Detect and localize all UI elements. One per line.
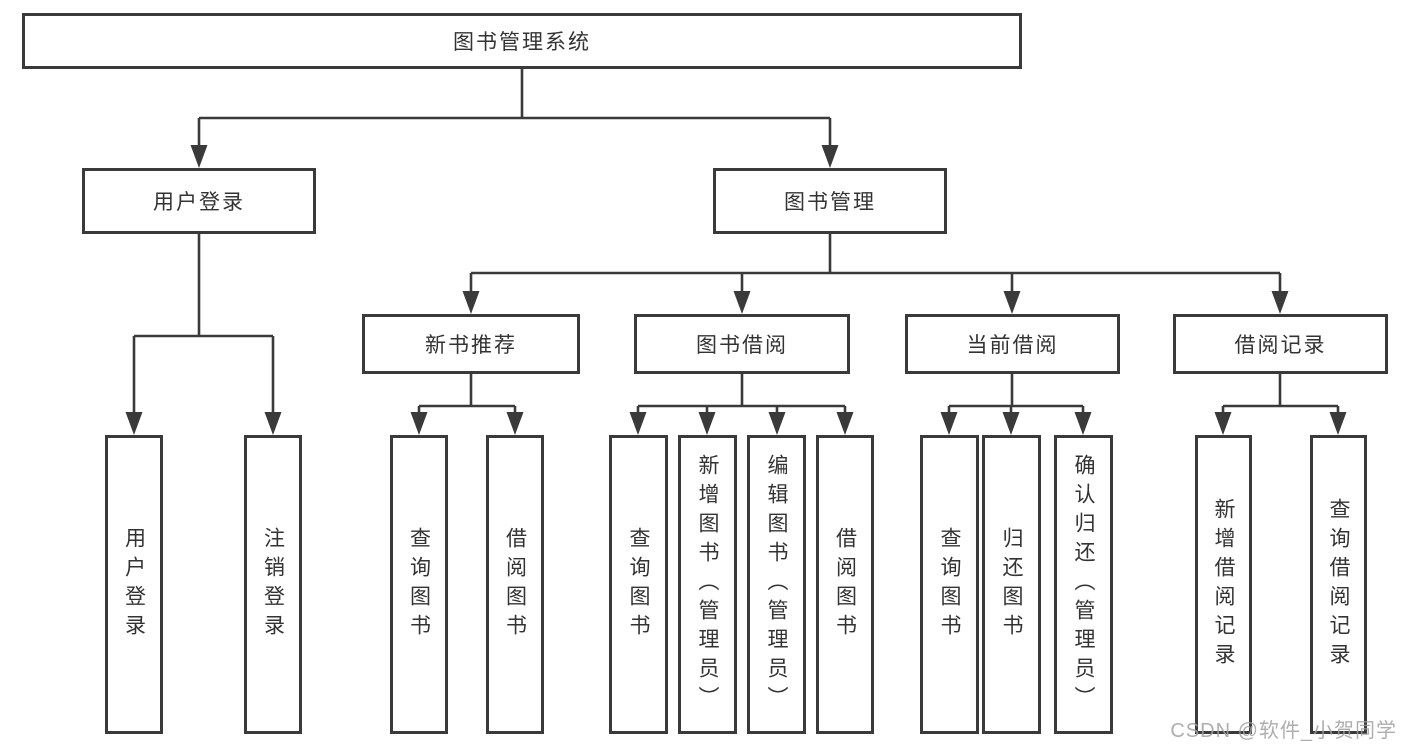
leaf-borrow-borrow-label: 借阅图书 xyxy=(833,526,857,643)
node-current-borrow: 当前借阅 xyxy=(905,314,1120,374)
leaf-borrow-edit-admin-label: 编辑图书（管理员） xyxy=(765,454,788,715)
node-user-login: 用户登录 xyxy=(82,168,316,234)
leaf-record-add-label: 新增借阅记录 xyxy=(1212,497,1235,672)
node-borrow-record: 借阅记录 xyxy=(1173,314,1388,374)
leaf-record-query: 查询借阅记录 xyxy=(1310,435,1367,734)
leaf-record-add: 新增借阅记录 xyxy=(1195,435,1252,734)
leaf-user-login: 用户登录 xyxy=(105,435,163,734)
leaf-record-query-label: 查询借阅记录 xyxy=(1327,497,1350,672)
leaf-newbook-query-label: 查询图书 xyxy=(407,526,431,643)
node-library-system-label: 图书管理系统 xyxy=(453,31,591,54)
leaf-borrow-query-label: 查询图书 xyxy=(627,526,650,643)
leaf-newbook-borrow-label: 借阅图书 xyxy=(503,526,527,643)
node-book-management: 图书管理 xyxy=(713,168,947,234)
node-library-system: 图书管理系统 xyxy=(22,13,1022,69)
leaf-current-query: 查询图书 xyxy=(920,435,979,734)
leaf-current-query-label: 查询图书 xyxy=(938,526,961,643)
node-current-borrow-label: 当前借阅 xyxy=(966,334,1059,357)
csdn-watermark: CSDN @软件_小贺同学 xyxy=(1170,720,1397,742)
leaf-user-login-label: 用户登录 xyxy=(122,526,146,643)
leaf-newbook-query: 查询图书 xyxy=(390,435,448,734)
leaf-borrow-add-admin-label: 新增图书（管理员） xyxy=(696,454,719,715)
leaf-borrow-add-admin: 新增图书（管理员） xyxy=(678,435,737,734)
leaf-logout-label: 注销登录 xyxy=(261,526,285,643)
leaf-current-confirm-admin-label: 确认归还（管理员） xyxy=(1072,454,1095,715)
leaf-current-return-label: 归还图书 xyxy=(1000,526,1023,643)
node-user-login-label: 用户登录 xyxy=(153,191,245,214)
node-book-borrow: 图书借阅 xyxy=(634,314,850,374)
node-borrow-record-label: 借阅记录 xyxy=(1234,334,1327,357)
leaf-current-return: 归还图书 xyxy=(982,435,1041,734)
leaf-borrow-query: 查询图书 xyxy=(609,435,668,734)
node-new-book-recommend: 新书推荐 xyxy=(362,314,580,374)
leaf-newbook-borrow: 借阅图书 xyxy=(486,435,544,734)
leaf-borrow-edit-admin: 编辑图书（管理员） xyxy=(747,435,806,734)
node-book-management-label: 图书管理 xyxy=(784,191,876,214)
leaf-logout: 注销登录 xyxy=(244,435,302,734)
leaf-current-confirm-admin: 确认归还（管理员） xyxy=(1054,435,1113,734)
node-book-borrow-label: 图书借阅 xyxy=(696,334,788,357)
node-new-book-recommend-label: 新书推荐 xyxy=(425,334,517,357)
leaf-borrow-borrow: 借阅图书 xyxy=(816,435,874,734)
